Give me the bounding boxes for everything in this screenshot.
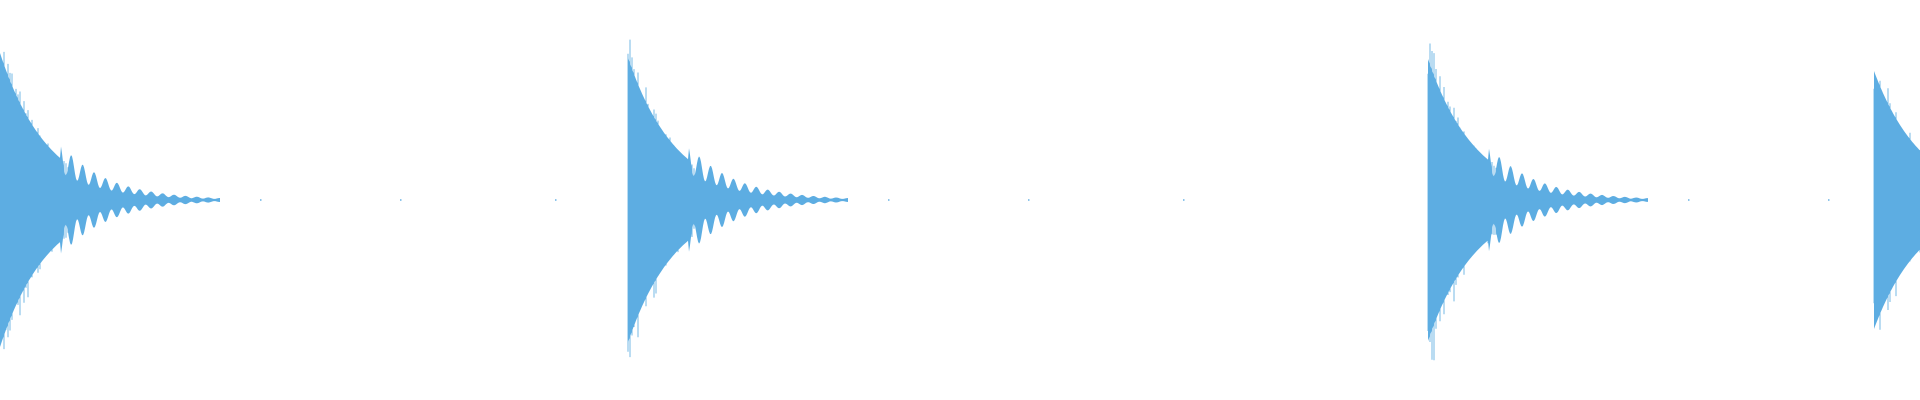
- pulse-envelope: [1874, 71, 1920, 329]
- waveform-speck: [1028, 199, 1030, 201]
- waveform-speck: [555, 199, 557, 201]
- waveform-speck: [1828, 199, 1830, 201]
- waveform-pulse: [627, 39, 1185, 358]
- waveform-speck: [888, 199, 890, 201]
- waveform-speck: [1688, 199, 1690, 201]
- waveform-pulse: [1873, 71, 1920, 330]
- waveform-speck: [260, 199, 262, 201]
- waveform-speck: [400, 199, 402, 201]
- waveform-pulse: [1427, 43, 1830, 361]
- waveform-speck: [1183, 199, 1185, 201]
- waveform-pulse: [0, 51, 557, 350]
